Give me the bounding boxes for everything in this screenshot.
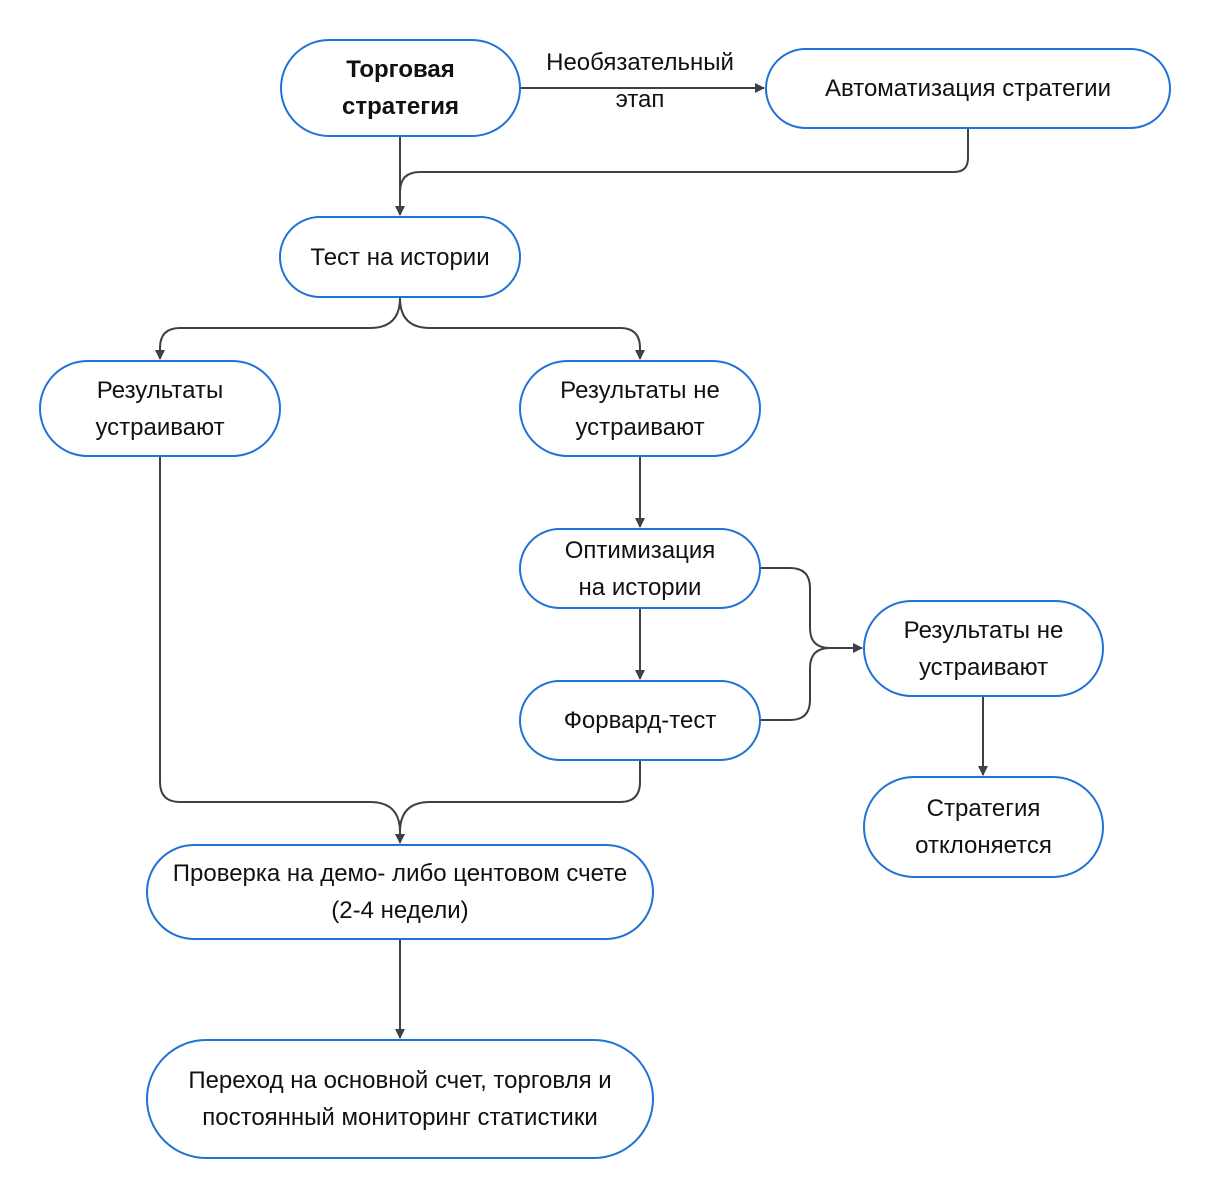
node-trading-strategy[interactable]: Торговая стратегия xyxy=(280,39,521,137)
edge-optimization-to-results-not-ok-2 xyxy=(760,567,863,653)
node-label: Оптимизация на истории xyxy=(564,536,716,601)
edge-forward-test-to-demo xyxy=(399,761,641,833)
node-results-not-ok-1[interactable]: Результаты не устраивают xyxy=(519,360,761,457)
edge-results-ok-to-demo xyxy=(159,457,405,844)
node-forward-test[interactable]: Форвард-тест xyxy=(519,680,761,761)
node-strategy-rejected[interactable]: Стратегия отклоняется xyxy=(863,776,1104,878)
node-label: Проверка на демо- либо центовом счете (2… xyxy=(172,860,628,924)
node-label: Автоматизация стратегии xyxy=(825,75,1111,102)
edge-forward-test-to-results-not-ok-2 xyxy=(760,647,831,721)
node-backtest[interactable]: Тест на истории xyxy=(279,216,521,298)
node-label: Форвард-тест xyxy=(563,707,717,734)
edge-backtest-to-results-not-ok-1 xyxy=(399,297,645,360)
node-results-not-ok-2[interactable]: Результаты не устраивают xyxy=(863,600,1104,697)
edge-label-optional: Необязательный этап xyxy=(520,44,760,118)
node-label: Переход на основной счет, торговля и пос… xyxy=(188,1067,612,1131)
node-results-ok[interactable]: Результаты устраивают xyxy=(39,360,281,457)
node-demo-check[interactable]: Проверка на демо- либо центовом счете (2… xyxy=(146,844,654,940)
node-label: Стратегия отклоняется xyxy=(915,795,1052,859)
edge-label-optional-line1: Необязательный xyxy=(546,49,734,76)
node-label: Результаты не устраивают xyxy=(903,616,1064,681)
node-label: Результаты не устраивают xyxy=(560,376,720,441)
node-automation[interactable]: Автоматизация стратегии xyxy=(765,48,1171,129)
node-optimization[interactable]: Оптимизация на истории xyxy=(519,528,761,609)
edge-automation-to-backtest xyxy=(399,129,969,193)
edge-backtest-to-results-ok xyxy=(155,297,401,360)
node-live-trading[interactable]: Переход на основной счет, торговля и пос… xyxy=(146,1039,654,1159)
edge-label-optional-line2: этап xyxy=(615,86,665,113)
node-label: Тест на истории xyxy=(310,243,490,271)
node-label: Торговая стратегия xyxy=(342,56,459,120)
node-label: Результаты устраивают xyxy=(95,376,225,441)
